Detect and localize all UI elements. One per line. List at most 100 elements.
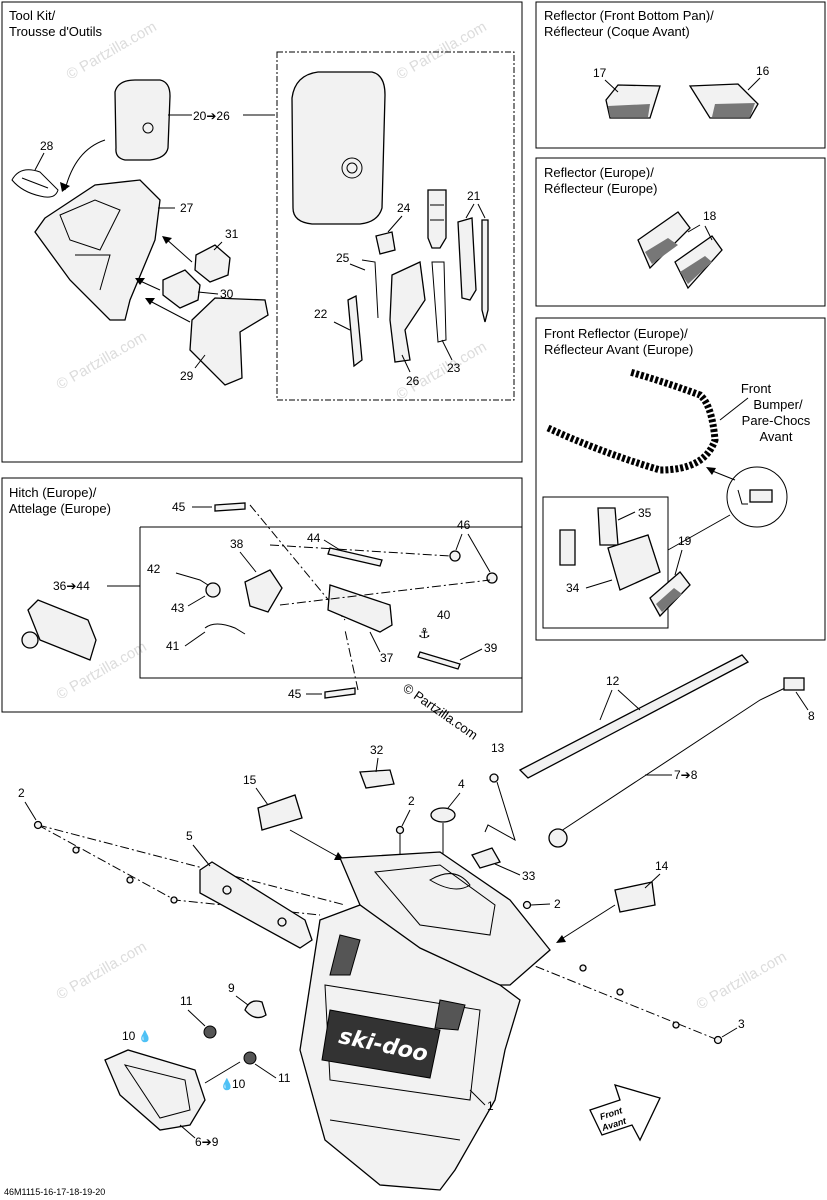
clip-left	[559, 529, 576, 566]
callout-33: 33	[522, 869, 536, 883]
callout-32: 32	[370, 743, 384, 757]
callout-46: 46	[457, 518, 471, 532]
nut-11a	[203, 1025, 217, 1039]
clip-41	[204, 623, 246, 635]
svg-text:© Partzilla.com: © Partzilla.com	[694, 948, 790, 1013]
grommet-13	[489, 773, 499, 783]
callout-2-b: 2	[554, 897, 561, 911]
callout-7-8: 7➔8	[674, 768, 698, 782]
pin-43	[205, 582, 221, 598]
bolt-45-top	[214, 502, 246, 512]
callout-10-b: 10	[232, 1077, 246, 1091]
bracket-37	[327, 584, 393, 633]
anchor-icon: ⚓	[418, 626, 431, 642]
hitch-assembly	[27, 599, 97, 661]
strap	[11, 169, 59, 198]
callout-22: 22	[314, 307, 328, 321]
callout-37: 37	[380, 651, 394, 665]
tool-bag-badge	[142, 122, 154, 134]
tool-bag-large	[291, 71, 386, 225]
callout-31: 31	[225, 227, 239, 241]
screw-2b	[522, 900, 532, 910]
label-15	[257, 794, 303, 831]
front-bumper-label-4: Avant	[759, 429, 792, 444]
pin-39	[417, 651, 461, 670]
hook-23	[431, 261, 447, 343]
clip-24	[375, 231, 396, 255]
callout-24: 24	[397, 201, 411, 215]
svg-text:© Partzilla.com: © Partzilla.com	[54, 938, 150, 1003]
label-14	[614, 881, 656, 913]
socket	[427, 189, 447, 249]
callout-39: 39	[484, 641, 498, 655]
wiring-harness	[554, 687, 786, 836]
callout-2-c: 2	[18, 786, 25, 800]
callout-19: 19	[678, 534, 692, 548]
callout-40: 40	[437, 608, 451, 622]
front-reflector-title-1: Front Reflector (Europe)/	[544, 326, 688, 341]
callout-4: 4	[458, 777, 465, 791]
reflector-front-bottom-title-2: Réflecteur (Coque Avant)	[544, 24, 690, 39]
callout-43: 43	[171, 601, 185, 615]
callout-14: 14	[655, 859, 669, 873]
nut-11b	[243, 1051, 257, 1065]
callout-42: 42	[147, 562, 161, 576]
drop-icon-b: 💧	[220, 1078, 234, 1091]
callout-44: 44	[307, 531, 321, 545]
label-33	[471, 847, 501, 869]
tool-kit-panel: Tool Kit/ Trousse d'Outils 20➔26 27 28 3…	[1, 1, 523, 463]
hitch-title-2: Attelage (Europe)	[9, 501, 111, 516]
clamp-38	[244, 569, 283, 613]
bracket-5	[199, 861, 313, 949]
callout-30: 30	[220, 287, 234, 301]
ski-doo-logo	[321, 1009, 441, 1079]
callout-10-a: 10	[122, 1029, 136, 1043]
tool-holder	[34, 179, 161, 321]
callout-27: 27	[180, 201, 194, 215]
callout-11-b: 11	[278, 1071, 291, 1085]
front-bumper	[546, 368, 719, 474]
callout-28: 28	[40, 139, 54, 153]
callout-35: 35	[638, 506, 652, 520]
figure-code: 46M1115-16-17-18-19-20	[4, 1187, 105, 1197]
callout-25: 25	[336, 251, 350, 265]
bulb-socket	[548, 828, 568, 848]
callout-18: 18	[703, 209, 717, 223]
front-arrow: Front Avant	[589, 1084, 661, 1142]
callout-41: 41	[166, 639, 180, 653]
hitch-europe-panel: Hitch (Europe)/ Attelage (Europe) 36➔44 …	[1, 477, 523, 713]
tool-bag-large-badge	[341, 157, 363, 179]
foam-29	[189, 297, 269, 386]
tool-kit-inner-box	[276, 51, 515, 401]
spanner-26	[389, 261, 426, 363]
screwdriver	[457, 217, 477, 301]
reflector-europe-title-1: Reflector (Europe)/	[544, 165, 654, 180]
callout-12: 12	[606, 674, 620, 688]
drop-icon-a: 💧	[138, 1030, 152, 1043]
callout-34: 34	[566, 581, 580, 595]
callout-17: 17	[593, 66, 607, 80]
tail-light	[104, 1049, 206, 1131]
tool-kit-title-1: Tool Kit/	[9, 8, 56, 23]
screw-2c	[33, 820, 43, 830]
nut-46a	[449, 550, 461, 562]
callout-36-44: 36➔44	[53, 579, 90, 593]
main-assembly: © Partzilla.com 12 8 7➔8 13 32 15 4	[4, 654, 815, 1197]
pad-31	[194, 244, 231, 283]
callout-8: 8	[808, 709, 815, 723]
wrench-22	[347, 294, 363, 368]
callout-23: 23	[447, 361, 461, 375]
front-reflector-europe-panel: Front Reflector (Europe)/ Réflecteur Ava…	[535, 317, 826, 641]
label-32	[359, 769, 395, 789]
tool-bag-small	[114, 79, 171, 161]
callout-15: 15	[243, 773, 257, 787]
nut-46b	[486, 572, 498, 584]
callout-11-a: 11	[180, 994, 193, 1008]
screwdriver-bit	[481, 219, 489, 323]
front-bumper-label-2: Bumper/	[753, 397, 803, 412]
shim-44	[327, 547, 383, 567]
callout-16: 16	[756, 64, 770, 78]
emblem-4	[430, 807, 456, 823]
reflector-housing	[607, 534, 661, 591]
